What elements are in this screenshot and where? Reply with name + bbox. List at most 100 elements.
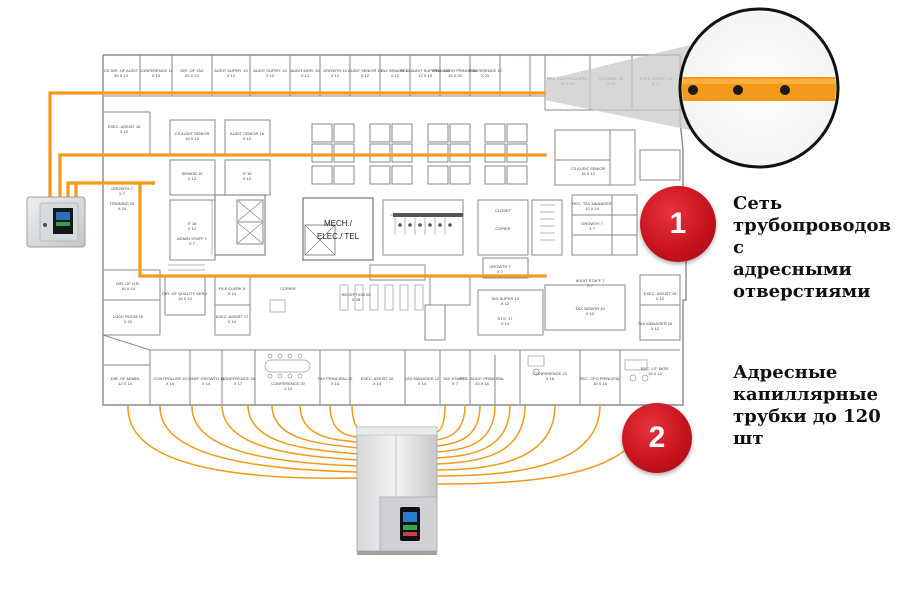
room-label: TAX STAFF 7 xyxy=(443,376,468,381)
room-label: 20 X 14 xyxy=(185,73,200,78)
caption-line: адресными xyxy=(733,259,852,280)
room-label: X 14 xyxy=(228,319,237,324)
room-label: CONFERENCE 12 xyxy=(139,68,173,73)
room-label: ADMIN STAFF 7 xyxy=(177,236,207,241)
room-label: EXEC. ASSIST 16 xyxy=(644,291,677,296)
room-label: X 12 xyxy=(331,73,340,78)
window-ticks xyxy=(119,53,641,407)
room-label: CONFERENCE 12 xyxy=(468,68,502,73)
room-label: 16 X 12 xyxy=(581,171,596,176)
room-label: X 12 xyxy=(656,296,665,301)
room-label: X 14 xyxy=(331,381,340,386)
room-label: REC. CFO PRINCIPAL xyxy=(579,376,621,381)
room-label: X 12 xyxy=(301,73,310,78)
room-label: X 14 xyxy=(373,381,382,386)
room-label: 16 X 12 xyxy=(648,371,663,376)
addressed-hole xyxy=(688,85,698,95)
room-label: CE DIR. OF AUDIT xyxy=(104,68,139,73)
caption-line: Сеть xyxy=(733,193,783,214)
room-label: X 17 xyxy=(234,381,243,386)
room-label: EXEC. ASSIST 16 xyxy=(108,124,141,129)
room-label: X 28 xyxy=(352,297,361,302)
room-label: CONFERENCE 28 xyxy=(221,376,255,381)
addressed-hole xyxy=(733,85,743,95)
room-label: X 12 xyxy=(243,136,252,141)
addressed-hole xyxy=(780,85,790,95)
room-label: EXEC. ASSIST 10 xyxy=(361,376,394,381)
room-label: X 7 xyxy=(119,191,126,196)
room-label: X 14 xyxy=(501,321,510,326)
room-label: AUDIT STAFF 7 xyxy=(576,278,606,283)
room-label: COPIER xyxy=(280,286,295,291)
room-label: COPIER xyxy=(495,226,510,231)
room-label: CHIEF GROWTH 14 xyxy=(188,376,226,381)
aspirating-detector-cabinet xyxy=(356,426,438,555)
room-label: IT 16 xyxy=(242,171,252,176)
badge-number-one: 1 xyxy=(640,186,716,262)
room-label: X 12 xyxy=(586,311,595,316)
room-label: X 12 xyxy=(188,176,197,181)
room-label: LOCK ROOM 16 xyxy=(113,314,144,319)
room-label: X 7 xyxy=(589,226,596,231)
core-label-line1: MECH./ xyxy=(324,219,353,228)
room-label: GROWTH 7 xyxy=(489,264,511,269)
room-label: GROWTH 7 xyxy=(581,221,603,226)
room-label: GROWTH 10 xyxy=(323,68,348,73)
room-label: TAX SUPER 10 xyxy=(491,296,520,301)
room-label: 12 X 15 xyxy=(418,73,433,78)
room-label: DIR. OF TAX xyxy=(180,68,204,73)
room-label: IT 16 xyxy=(187,221,197,226)
room-label: REC. AUDIT PRINCIPAL xyxy=(460,376,505,381)
room-label: X 14 xyxy=(418,381,427,386)
room-label: 15 X 20 xyxy=(448,73,463,78)
room-label: CS AUDIT SENIOR xyxy=(571,166,606,171)
pipe-line-second xyxy=(58,153,547,202)
room-label: AUDIT MGR. 10 xyxy=(290,68,320,73)
room-label: X 14 xyxy=(202,381,211,386)
room-label: X 12 xyxy=(501,301,510,306)
room-label: X 12 xyxy=(243,176,252,181)
room-label: 16 X 16 xyxy=(593,381,608,386)
room-label: X 16 xyxy=(546,376,555,381)
pipe-line-third-stub xyxy=(66,181,155,202)
room-label: X 12 xyxy=(391,73,400,78)
room-label: TAX MANAGER 16 xyxy=(638,321,673,326)
room-label: X 12 xyxy=(361,73,370,78)
room-label: CONTROLLER 10 xyxy=(154,376,188,381)
caption-line: Адресные xyxy=(733,362,838,383)
room-label: 16 X 14 xyxy=(178,296,193,301)
room-label: X 7 xyxy=(189,241,196,246)
room-label: REC. TAX MANAGER xyxy=(572,201,612,206)
room-label: X 12 xyxy=(266,73,275,78)
room-label: TAX MANAGER 12 xyxy=(405,376,440,381)
room-label: DIR. OF H.R. xyxy=(116,281,140,286)
room-label: X 14 xyxy=(152,73,161,78)
room-label: CS AUDIT SENIOR xyxy=(175,131,210,136)
room-label: AUDIT SUPER. 10 xyxy=(253,68,287,73)
caption-line: трубки до 120 xyxy=(733,406,881,427)
room-label: DIR. OF ADMIN xyxy=(111,376,140,381)
room-label: SENIOR 16 xyxy=(182,171,204,176)
room-label: FILE CLERK 8 xyxy=(219,286,246,291)
room-label: TAX SENIOR 10 xyxy=(380,68,410,73)
caption-line: отверстиями xyxy=(733,281,871,302)
room-label: X 12 xyxy=(227,73,236,78)
room-label: TRAINING 25 xyxy=(110,201,135,206)
pipe-network xyxy=(48,91,547,278)
caption-pipe-network: Сеть трубопроводов с адресными отверстия… xyxy=(733,193,898,303)
room-label: TAX SENIOR 10 xyxy=(575,306,605,311)
magnifier-cone xyxy=(545,45,690,130)
caption-line: капиллярные xyxy=(733,384,879,405)
room-label: X 20 xyxy=(124,319,133,324)
room-label: 16 X 14 xyxy=(121,286,136,291)
room-label: 16 X 12 xyxy=(185,136,200,141)
room-label: X 7 xyxy=(587,283,594,288)
pipe-joint-dots xyxy=(151,181,155,185)
room-label: REC. LIT. MGR. xyxy=(641,366,670,371)
caption-capillary-tubes: Адресные капиллярные трубки до 120 шт xyxy=(733,362,883,450)
room-label: X 12 xyxy=(120,129,129,134)
caption-line: шт xyxy=(733,428,764,449)
room-label: X 20 xyxy=(481,73,490,78)
room-label: TAX PRINCIPAL 20 xyxy=(318,376,354,381)
